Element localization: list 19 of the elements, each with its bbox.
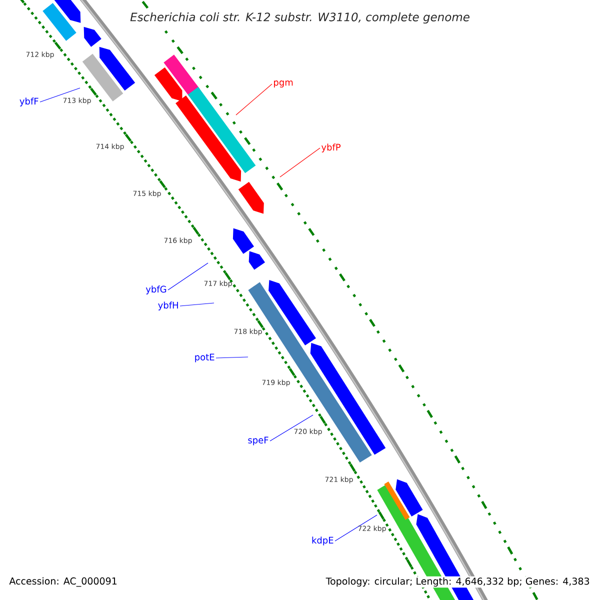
gene-label: ybfP	[321, 144, 341, 152]
gene-label: kdpE	[312, 536, 334, 546]
leader-line	[216, 356, 248, 358]
gene-label: potE	[195, 354, 214, 362]
title: Escherichia coli str. K-12 substr. W3110, complete genome	[128, 10, 472, 26]
gene-label: ybfH	[158, 302, 178, 310]
gene-label: pgm	[274, 80, 293, 88]
leader-line	[168, 262, 208, 290]
gene-label: ybfF	[20, 98, 38, 106]
gene-label: speF	[248, 436, 268, 446]
leader-line	[236, 84, 272, 116]
gene-label: ybfG	[146, 286, 166, 294]
leader-line	[334, 514, 378, 542]
leader-line	[280, 148, 320, 178]
accession-text: Accession: AC_000091	[9, 577, 117, 587]
leader-line	[180, 302, 214, 306]
genome-info-text: Topology: circular; Length: 4,646,332 bp; Genes: 4,383	[324, 576, 591, 588]
leader-line	[40, 88, 80, 102]
leader-line	[270, 414, 314, 442]
